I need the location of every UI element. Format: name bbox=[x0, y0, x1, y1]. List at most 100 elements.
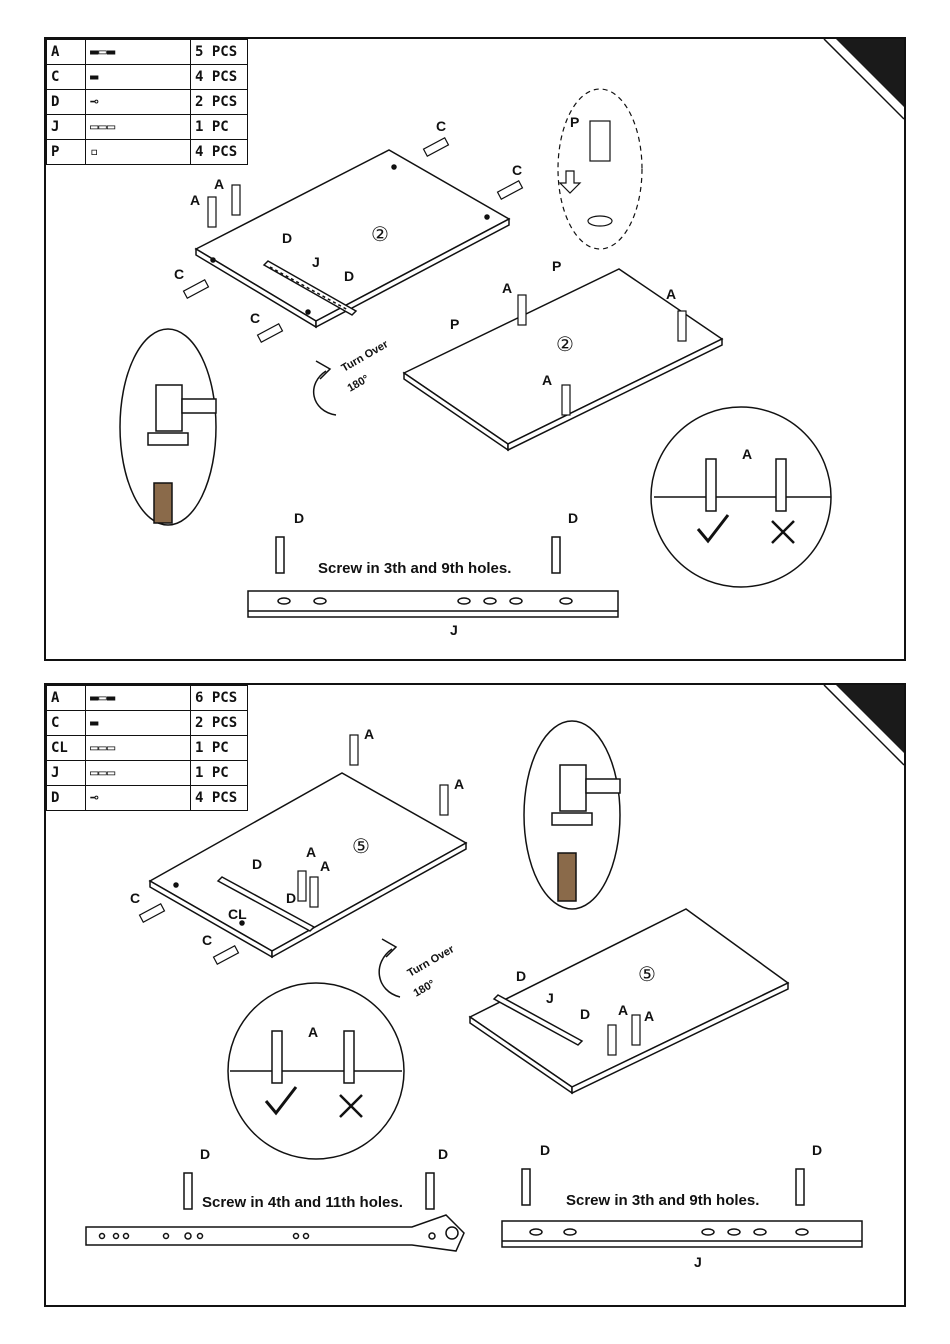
label-j: J bbox=[312, 254, 320, 270]
label-a: A bbox=[306, 844, 316, 860]
parts-list-top: A ▬▭▬ 5 PCS C ▬ 4 PCS D ⊸ 2 PCS J ▭▭▭ 1 … bbox=[46, 39, 248, 165]
board-right bbox=[402, 268, 724, 452]
board-left bbox=[148, 772, 468, 959]
correct-incorrect-inset bbox=[650, 406, 832, 588]
label-a: A bbox=[618, 1002, 628, 1018]
screw-icon: ⊸ bbox=[90, 94, 99, 110]
label-d: D bbox=[252, 856, 262, 872]
turn-over-arrow bbox=[378, 938, 401, 998]
cam-bolt-a-group bbox=[207, 184, 241, 228]
part-row: A ▬▭▬ 5 PCS bbox=[46, 39, 248, 65]
label-c: C bbox=[512, 162, 522, 178]
part-code: C bbox=[46, 64, 86, 90]
turn-over-angle: 180° bbox=[346, 373, 372, 395]
board-right bbox=[468, 908, 790, 1095]
part-qty: 1 PC bbox=[190, 760, 248, 786]
board-number-left: ② bbox=[371, 224, 389, 246]
screw-caption: Screw in 3th and 9th holes. bbox=[318, 560, 511, 577]
label-j: J bbox=[546, 990, 554, 1006]
parts-list-bottom: A ▬▭▬ 6 PCS C ▬ 2 PCS CL ▭▭▭ 1 PC J ▭▭▭ … bbox=[46, 685, 248, 811]
cam-bolt-a-board2 bbox=[607, 1014, 641, 1056]
part-code: A bbox=[46, 39, 86, 65]
label-c: C bbox=[202, 932, 212, 948]
label-j: J bbox=[694, 1254, 702, 1270]
part-qty: 1 PC bbox=[190, 735, 248, 761]
label-a: A bbox=[308, 1024, 318, 1040]
shelf-pin-inset bbox=[557, 88, 643, 250]
turn-over-angle: 180° bbox=[412, 978, 438, 1000]
corner-marker bbox=[836, 39, 904, 107]
turn-over-text: Turn Over bbox=[406, 943, 457, 980]
label-a: A bbox=[742, 446, 752, 462]
label-a: A bbox=[364, 726, 374, 742]
label-a: A bbox=[666, 286, 676, 302]
part-qty: 4 PCS bbox=[190, 785, 248, 811]
label-a: A bbox=[454, 776, 464, 792]
board-left bbox=[194, 149, 511, 329]
label-c: C bbox=[436, 118, 446, 134]
part-row: D ⊸ 4 PCS bbox=[46, 785, 248, 811]
label-d: D bbox=[812, 1142, 822, 1158]
label-a: A bbox=[190, 192, 200, 208]
label-cl: CL bbox=[228, 906, 247, 922]
label-d: D bbox=[580, 1006, 590, 1022]
part-code: D bbox=[46, 89, 86, 115]
part-code: CL bbox=[46, 735, 86, 761]
part-row: C ▬ 2 PCS bbox=[46, 710, 248, 736]
label-a: A bbox=[214, 176, 224, 192]
label-d: D bbox=[282, 230, 292, 246]
part-code: D bbox=[46, 785, 86, 811]
cabinet-rail-icon: ▭▭▭ bbox=[90, 740, 116, 756]
cam-bolt-icon: ▬▭▬ bbox=[90, 44, 116, 60]
label-c: C bbox=[174, 266, 184, 282]
part-code: P bbox=[46, 139, 86, 165]
step-panel-top: ② C C C C A A D D J Turn Over 180° bbox=[44, 37, 906, 661]
label-a: A bbox=[644, 1008, 654, 1024]
label-d: D bbox=[294, 510, 304, 526]
part-row: D ⊸ 2 PCS bbox=[46, 89, 248, 115]
turn-over-text: Turn Over bbox=[340, 338, 391, 375]
corner-marker bbox=[836, 685, 904, 753]
part-row: CL ▭▭▭ 1 PC bbox=[46, 735, 248, 761]
label-d: D bbox=[438, 1146, 448, 1162]
rail-j-detail bbox=[247, 536, 619, 618]
turn-over-arrow bbox=[312, 360, 337, 416]
label-j: J bbox=[450, 622, 458, 638]
board-number-right: ② bbox=[556, 334, 574, 356]
hammer-inset bbox=[523, 720, 621, 910]
part-qty: 5 PCS bbox=[190, 39, 248, 65]
rail-j-on-board bbox=[262, 260, 358, 316]
part-qty: 1 PC bbox=[190, 114, 248, 140]
screw-caption-left: Screw in 4th and 11th holes. bbox=[202, 1194, 403, 1211]
part-code: A bbox=[46, 685, 86, 711]
label-d: D bbox=[200, 1146, 210, 1162]
cam-bolt-a-board2 bbox=[517, 294, 687, 416]
label-a: A bbox=[542, 372, 552, 388]
part-row: A ▬▭▬ 6 PCS bbox=[46, 685, 248, 711]
label-p: P bbox=[552, 258, 561, 274]
screw-icon: ⊸ bbox=[90, 790, 99, 806]
label-c: C bbox=[130, 890, 140, 906]
dowel-icon: ▬ bbox=[90, 69, 99, 85]
board-number-left: ⑤ bbox=[352, 836, 370, 858]
part-code: J bbox=[46, 114, 86, 140]
step-panel-bottom: ⑤ A A A A D D CL C C bbox=[44, 683, 906, 1307]
part-row: J ▭▭▭ 1 PC bbox=[46, 114, 248, 140]
label-p: P bbox=[450, 316, 459, 332]
screw-caption-right: Screw in 3th and 9th holes. bbox=[566, 1192, 759, 1209]
label-p: P bbox=[570, 114, 579, 130]
hammer-inset bbox=[119, 328, 217, 526]
part-row: J ▭▭▭ 1 PC bbox=[46, 760, 248, 786]
cam-bolt-a-group bbox=[297, 734, 449, 908]
label-d: D bbox=[286, 890, 296, 906]
board-number-right: ⑤ bbox=[638, 964, 656, 986]
dowel-c-group bbox=[182, 137, 524, 343]
label-a: A bbox=[320, 858, 330, 874]
rail-cl-on-board bbox=[216, 876, 316, 932]
part-code: C bbox=[46, 710, 86, 736]
drawer-rail-icon: ▭▭▭ bbox=[90, 119, 116, 135]
correct-incorrect-inset bbox=[227, 982, 405, 1160]
part-qty: 2 PCS bbox=[190, 89, 248, 115]
dowel-icon: ▬ bbox=[90, 715, 99, 731]
rail-j-detail bbox=[501, 1168, 863, 1248]
